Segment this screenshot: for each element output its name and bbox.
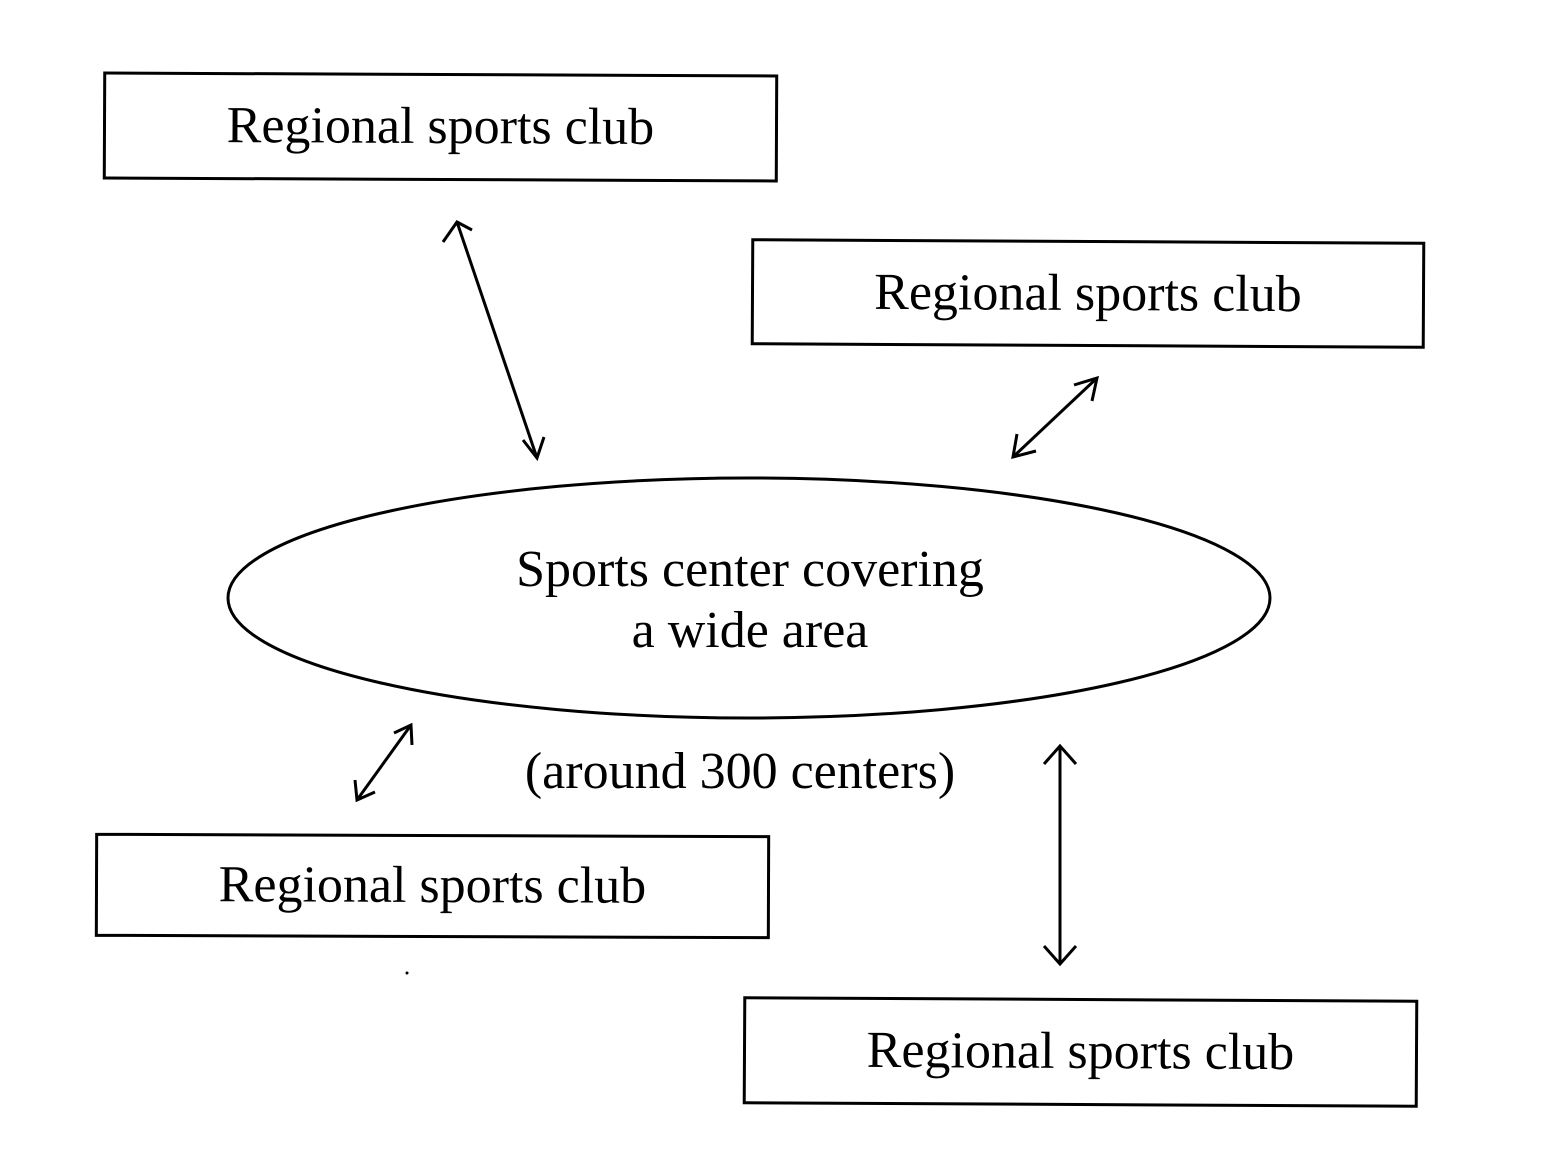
regional-club-box-bottom-right: Regional sports club bbox=[742, 996, 1419, 1108]
regional-club-label: Regional sports club bbox=[226, 97, 655, 156]
arrow-club3-center bbox=[353, 722, 414, 803]
sports-center-label-line1: Sports center covering bbox=[516, 541, 984, 598]
sports-center-ellipse bbox=[226, 476, 1272, 720]
regional-club-box-bottom-left: Regional sports club bbox=[94, 832, 771, 940]
sports-center-count-note: (around 300 centers) bbox=[524, 743, 956, 800]
arrow-club4-center bbox=[1042, 743, 1078, 967]
regional-club-box-top-left: Regional sports club bbox=[102, 71, 779, 183]
stray-dot bbox=[405, 971, 409, 975]
regional-club-label: Regional sports club bbox=[874, 263, 1302, 323]
arrow-club2-center bbox=[1011, 375, 1100, 460]
arrow-club1-center bbox=[441, 220, 546, 462]
sports-center-label-line2: a wide area bbox=[631, 602, 869, 659]
regional-club-box-top-right: Regional sports club bbox=[750, 238, 1426, 349]
regional-club-label: Regional sports club bbox=[866, 1021, 1295, 1082]
regional-club-label: Regional sports club bbox=[218, 856, 647, 915]
